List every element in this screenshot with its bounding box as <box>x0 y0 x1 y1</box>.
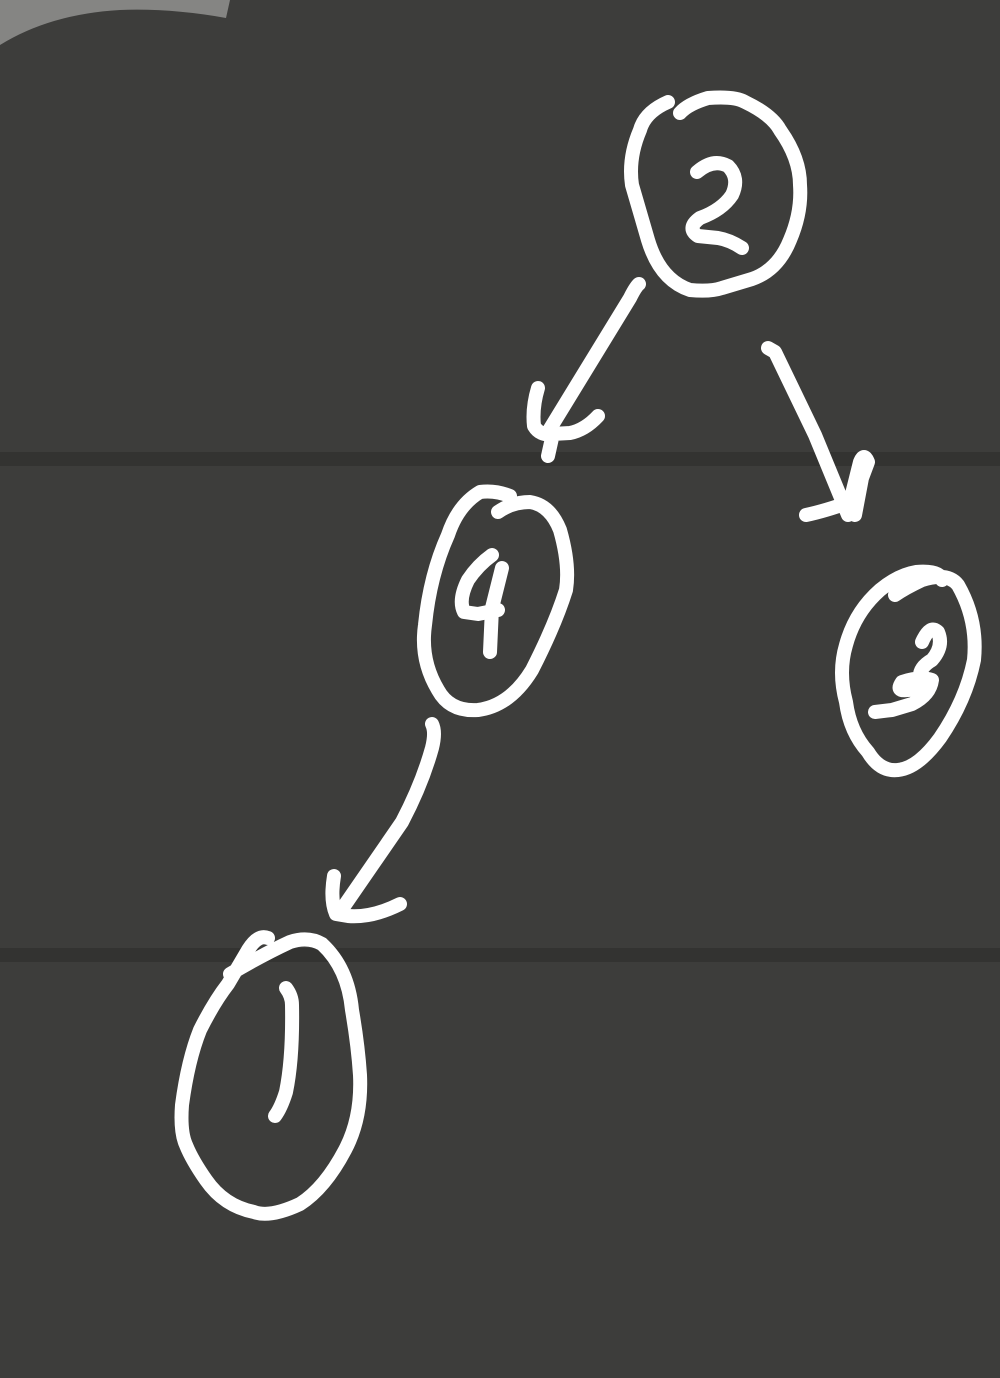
edge-4-to-1-line <box>333 717 441 919</box>
edge-2-to-3 <box>761 341 875 522</box>
edge-2-to-4 <box>526 277 646 463</box>
node-2-label: 2 <box>685 156 749 255</box>
edge-4-to-1 <box>325 717 441 924</box>
node-4-label: 4 <box>454 548 509 659</box>
node-3-glyph <box>868 622 947 719</box>
edge-2-to-4-line <box>541 277 646 439</box>
node-1-glyph <box>268 981 300 1123</box>
node-4-circle <box>416 484 575 718</box>
edge-4-to-1-arrowhead <box>325 869 407 924</box>
node-1-circle <box>174 930 368 1221</box>
node-2-circle <box>624 90 808 298</box>
edge-2-to-4-arrowhead <box>526 381 605 463</box>
tree-node-1: 1 <box>174 930 368 1221</box>
node-2-glyph <box>685 156 749 255</box>
node-1-label: 1 <box>268 981 300 1123</box>
node-3-circle <box>835 564 982 778</box>
tree-node-4: 4 <box>416 484 575 718</box>
edge-2-to-3-line <box>761 341 855 522</box>
node-3-label: 3 <box>868 622 947 719</box>
edge-2-to-3-arrowhead <box>799 450 875 522</box>
node-4-glyph <box>454 548 509 659</box>
page-separator-top <box>0 452 1000 466</box>
tree-node-3: 3 <box>835 564 982 778</box>
corner-shape <box>0 0 230 45</box>
tree-node-2: 2 <box>624 90 808 298</box>
page-separator-bottom <box>0 948 1000 962</box>
